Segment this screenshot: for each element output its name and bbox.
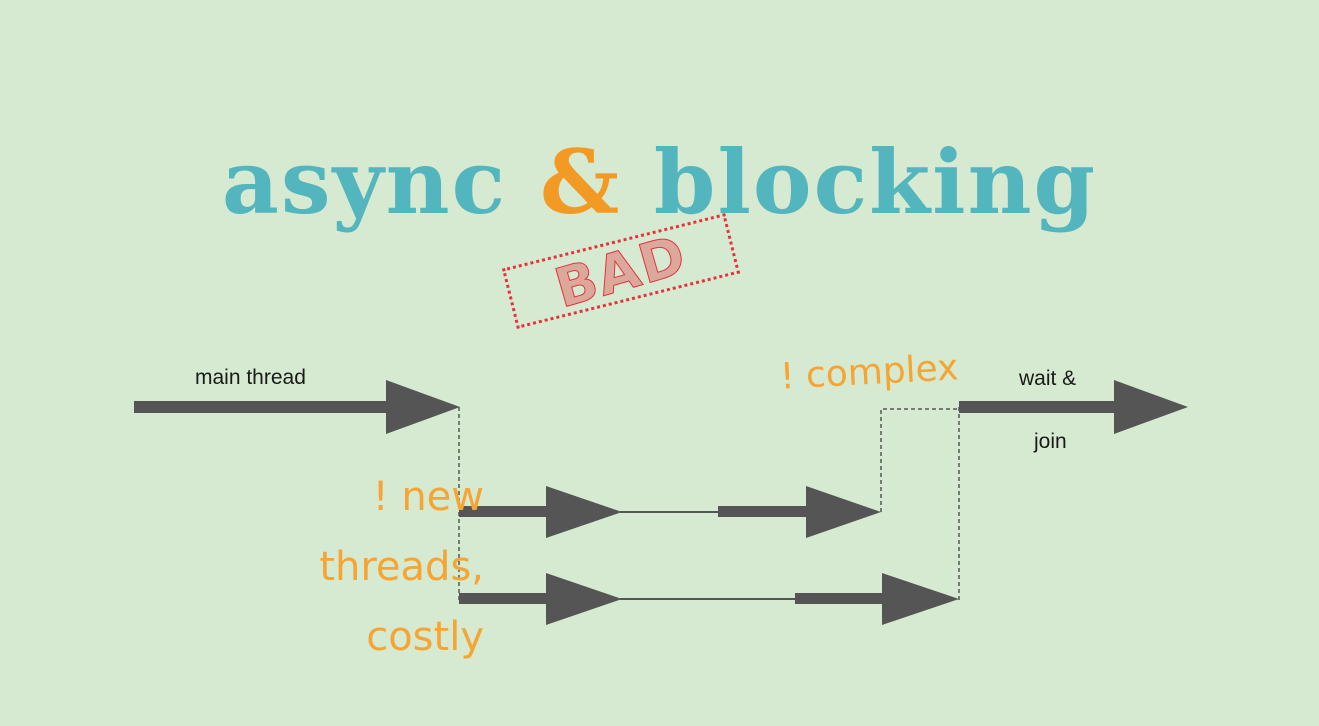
wait-join-label-line2: join bbox=[1034, 430, 1067, 453]
title-word-async: async bbox=[221, 130, 508, 234]
new-threads-note-line3: costly bbox=[366, 614, 484, 660]
joined-thread-arrow bbox=[959, 380, 1188, 434]
main-thread-label: main thread bbox=[195, 366, 306, 389]
main-thread-arrow bbox=[134, 380, 460, 434]
thread-1-second-arrow bbox=[718, 486, 881, 538]
wait-join-label-line1: wait & bbox=[1019, 367, 1077, 390]
new-threads-note-line2: threads, bbox=[319, 544, 484, 590]
thread-2-second-arrow bbox=[795, 573, 959, 625]
new-threads-note-line1: ! new bbox=[372, 474, 484, 520]
join-connector-1 bbox=[880, 408, 959, 512]
title-ampersand: & bbox=[539, 130, 622, 234]
title: async & blocking bbox=[0, 138, 1319, 226]
thread-2-first-arrow bbox=[459, 573, 622, 625]
title-word-blocking: blocking bbox=[653, 130, 1098, 234]
new-threads-note: ! new threads, costly bbox=[274, 462, 484, 672]
thread-1-first-arrow bbox=[459, 486, 622, 538]
